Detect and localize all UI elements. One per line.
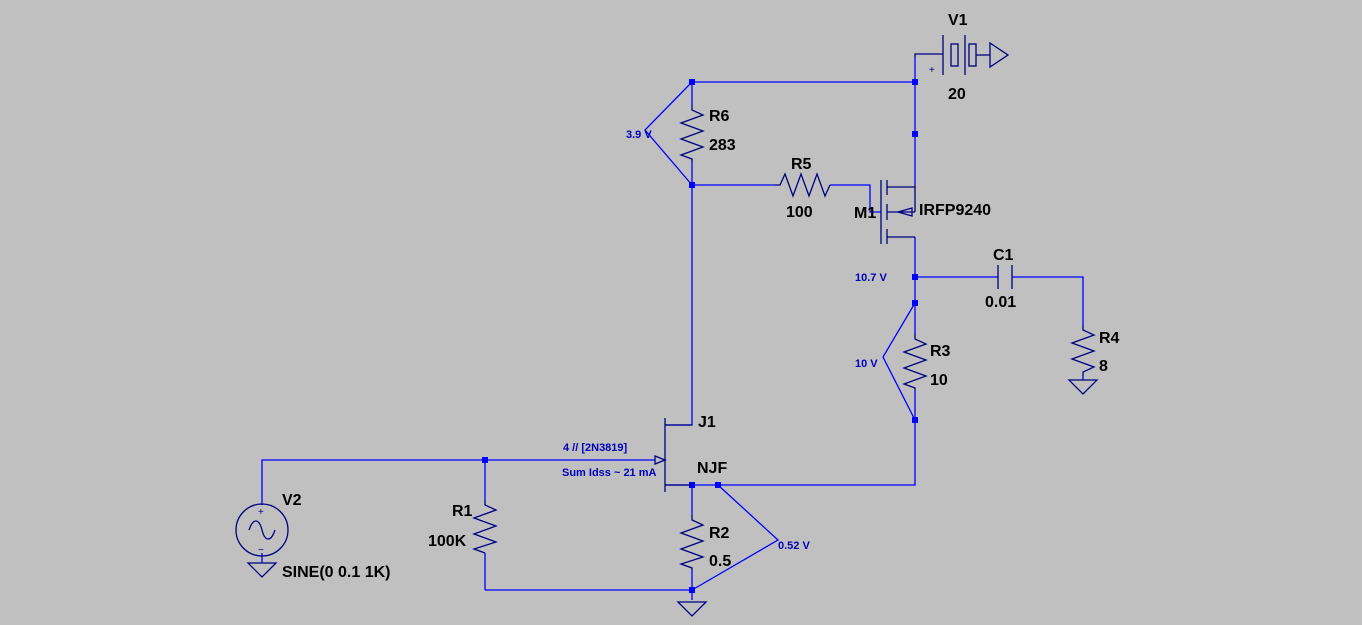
r3-value: 10 (930, 372, 948, 389)
ground-main-icon (676, 601, 708, 617)
wire-input (261, 459, 655, 505)
mosfet-m1[interactable] (880, 180, 916, 244)
v1-name: V1 (948, 12, 968, 29)
jfet-j1[interactable] (654, 418, 692, 492)
r5-value: 100 (786, 204, 813, 221)
capacitor-c1[interactable] (997, 265, 1013, 289)
ground-v2-icon (246, 562, 278, 578)
probe-r6-voltage: 3.9 V (626, 129, 652, 141)
wire-ground-rail (485, 589, 693, 600)
v2-minus-sign: − (258, 545, 264, 556)
probe-line-source (691, 484, 780, 591)
ground-r4-icon (1067, 379, 1099, 395)
wires (261, 57, 1084, 600)
r3-name: R3 (930, 343, 951, 360)
resistor-r5[interactable] (775, 172, 831, 198)
v1-value: 20 (948, 86, 966, 103)
junction-dots (482, 79, 918, 593)
v1-plus-sign: + (929, 65, 935, 76)
c1-value: 0.01 (985, 294, 1016, 311)
r4-name: R4 (1099, 330, 1120, 347)
battery-v1[interactable]: + (914, 35, 1010, 76)
r4-value: 8 (1099, 358, 1108, 375)
probe-source-voltage: 0.52 V (778, 540, 810, 552)
probe-line-r6 (644, 81, 693, 186)
c1-name: C1 (993, 247, 1014, 264)
v2-plus-sign: + (258, 507, 264, 518)
j1-model: 4 // [2N3819] (563, 442, 628, 454)
j1-idss-note: Sum Idss ~ 21 mA (562, 467, 657, 479)
wire-c1-right (1012, 276, 1084, 325)
resistor-r1[interactable] (471, 500, 499, 554)
resistor-r4[interactable] (1070, 325, 1096, 376)
r2-name: R2 (709, 525, 730, 542)
resistor-r3[interactable] (902, 333, 928, 390)
probe-line-r3 (882, 302, 916, 421)
resistor-r6[interactable] (679, 105, 705, 162)
m1-name: M1 (854, 205, 876, 222)
m1-model: IRFP9240 (919, 202, 991, 219)
r5-name: R5 (791, 156, 812, 173)
resistor-r2[interactable] (678, 515, 706, 570)
j1-name: J1 (698, 414, 716, 431)
r6-name: R6 (709, 108, 730, 125)
r1-name: R1 (452, 503, 473, 520)
wire-r5-gate (830, 184, 881, 213)
wire-jfet-drain (665, 185, 693, 426)
v2-name: V2 (282, 492, 302, 509)
j1-type: NJF (697, 460, 727, 477)
wire-r3-bottom (718, 390, 916, 486)
r6-value: 283 (709, 137, 736, 154)
probe-drain-voltage: 10.7 V (855, 272, 887, 284)
probe-r3-voltage: 10 V (855, 358, 878, 370)
r2-value: 0.5 (709, 553, 731, 570)
sine-source-v2[interactable]: + − (235, 503, 289, 557)
r1-value: 100K (428, 533, 467, 550)
v2-value: SINE(0 0.1 1K) (282, 564, 390, 581)
